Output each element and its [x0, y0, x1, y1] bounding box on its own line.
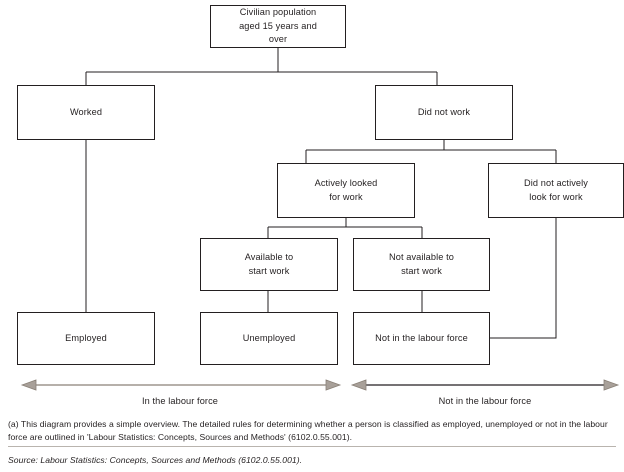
wire-didnotactively-to-nilf [490, 218, 557, 339]
span-arrow-in-labour-force [20, 379, 342, 391]
node-civilian-population: Civilian population aged 15 years and ov… [210, 5, 346, 48]
node-not-in-the-labour-force: Not in the labour force [353, 312, 490, 365]
span-arrow-not-in-labour-force [350, 379, 620, 391]
node-worked: Worked [17, 85, 155, 140]
footnote-divider [8, 446, 616, 447]
span-label-in-labour-force: In the labour force [142, 396, 218, 406]
node-did-not-work: Did not work [375, 85, 513, 140]
node-did-not-actively-look: Did not actively look for work [488, 163, 624, 218]
node-available-to-start-work: Available to start work [200, 238, 338, 291]
node-employed: Employed [17, 312, 155, 365]
node-unemployed: Unemployed [200, 312, 338, 365]
span-label-not-in-labour-force: Not in the labour force [438, 396, 532, 406]
node-actively-looked-for-work: Actively looked for work [277, 163, 415, 218]
footnote-text: (a) This diagram provides a simple overv… [8, 419, 608, 443]
source-text: Source: Labour Statistics: Concepts, Sou… [8, 455, 303, 465]
node-not-available-to-start-work: Not available to start work [353, 238, 490, 291]
